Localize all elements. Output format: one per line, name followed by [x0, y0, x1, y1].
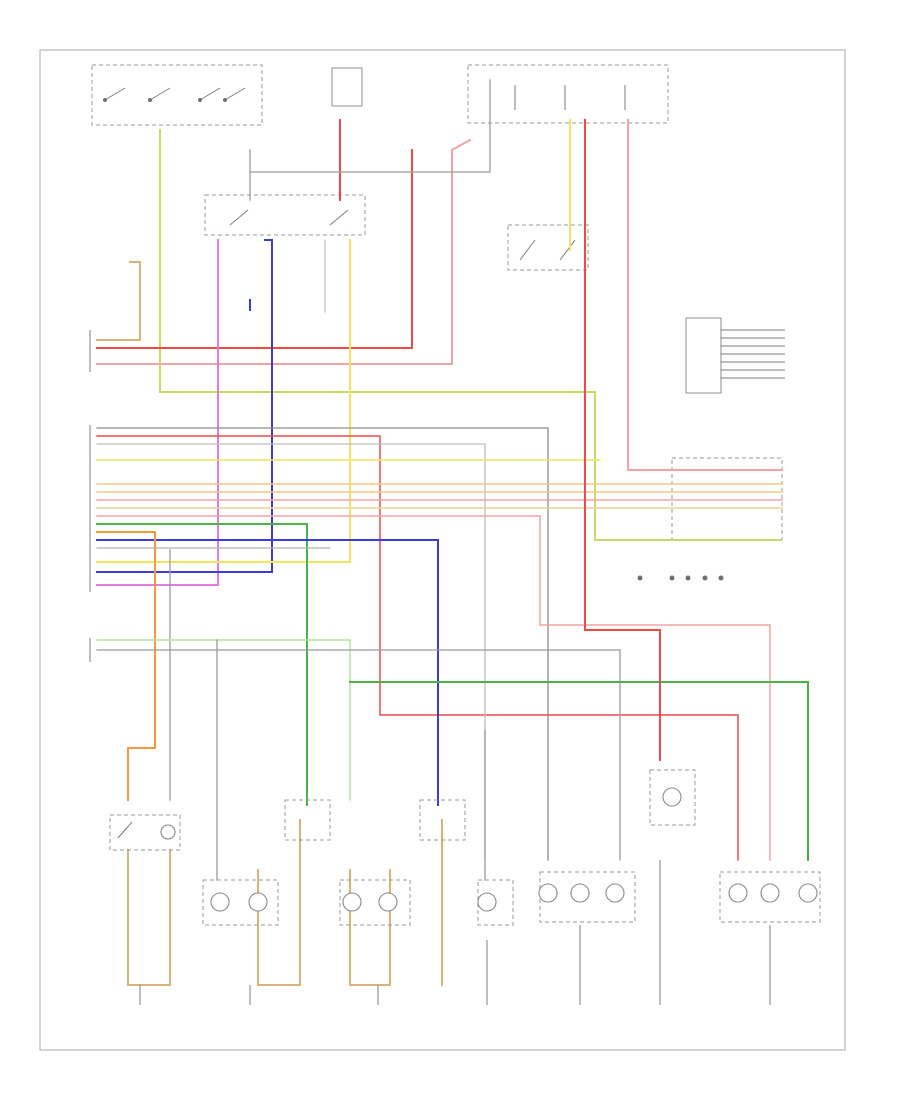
wire-green-bus — [96, 523, 308, 806]
wire-red-bus-1 — [96, 435, 739, 861]
wire-tan-return-1 — [127, 849, 171, 986]
light-switch — [204, 194, 366, 236]
left-headlamp — [202, 879, 279, 926]
third-brake-lamp — [649, 769, 696, 826]
wire-blue-bus — [96, 539, 439, 806]
wire-tan-left — [96, 261, 141, 341]
left-taillamp — [538, 871, 636, 923]
wire-red-1 — [96, 149, 413, 349]
legend-box — [685, 317, 785, 394]
ground-lines — [139, 860, 771, 1005]
wire-gray-bus-1 — [96, 427, 549, 861]
wire-gray-bus-4 — [96, 649, 621, 861]
dimmer-switch — [507, 224, 589, 271]
lamp-control-module — [284, 799, 466, 841]
right-taillamp — [719, 871, 821, 923]
fuse-relay-center — [331, 67, 363, 107]
reverse-lamp-switch — [109, 814, 181, 851]
wire-tan-return-2 — [257, 819, 301, 986]
fuse-panel-right — [467, 64, 669, 124]
wire-lightgreen-bus — [96, 639, 351, 801]
wire-red-3 — [96, 149, 453, 365]
wire-pink-bus-2 — [96, 515, 771, 861]
wire-tan-return-3 — [349, 869, 391, 986]
wire-red-4 — [450, 138, 472, 152]
wire-yellowgreen-main — [159, 129, 781, 541]
wire-gray-bus-2 — [96, 443, 486, 861]
wire-orange-main — [96, 531, 156, 801]
license-lamp — [477, 879, 514, 926]
fuse-panel-left — [91, 64, 263, 126]
wire-green-right — [349, 681, 809, 861]
left-fog-lamp — [339, 879, 411, 926]
interior-lamp-connector — [637, 575, 724, 581]
wire-violet — [96, 239, 219, 586]
wire-pink-right — [627, 119, 783, 471]
wire-gray-top — [249, 79, 491, 173]
wire-yellow — [96, 239, 351, 563]
wire-blue-main — [96, 239, 273, 573]
wire-red-right — [584, 119, 661, 761]
diagram-frame — [39, 49, 846, 1051]
